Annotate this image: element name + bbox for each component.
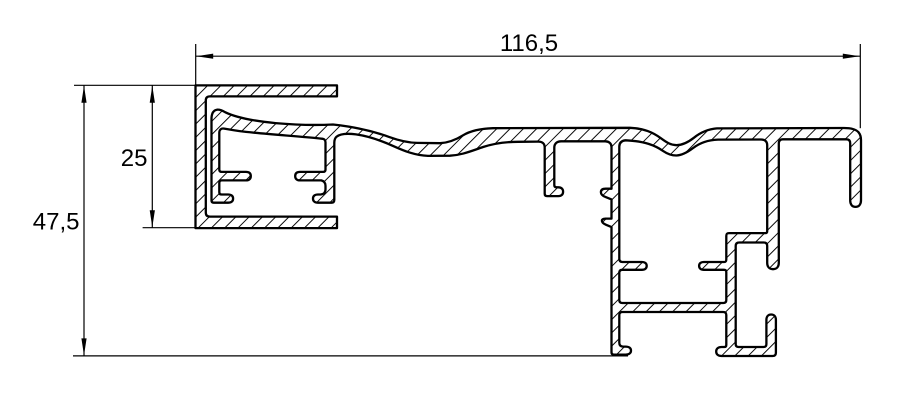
svg-text:25: 25 xyxy=(121,145,148,172)
svg-text:47,5: 47,5 xyxy=(33,208,80,235)
svg-text:116,5: 116,5 xyxy=(500,30,558,57)
